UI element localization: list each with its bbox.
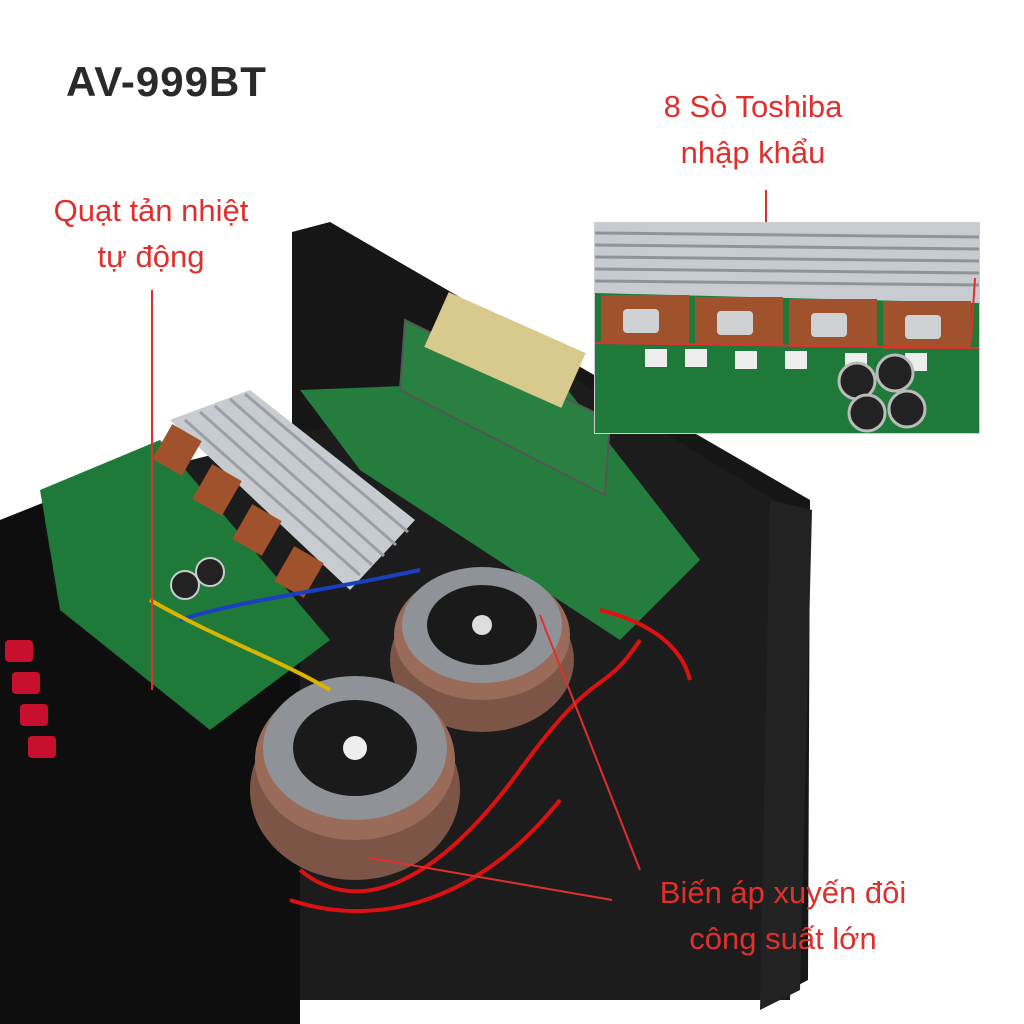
transformer-callout-line1: Biến áp xuyến đôi — [659, 875, 907, 910]
inset-capacitor — [837, 361, 877, 401]
capacitor — [170, 570, 200, 600]
transistor — [192, 464, 242, 516]
transistor — [152, 424, 202, 476]
inset-capacitor — [875, 353, 915, 393]
transistor — [232, 504, 282, 556]
display-panel — [424, 292, 586, 408]
transformer-callout-line2: công suất lớn — [689, 921, 877, 956]
speaker-terminal — [5, 640, 33, 662]
transistor — [274, 546, 324, 598]
transformer-callout-line — [369, 857, 613, 901]
transistor-callout-line1: 8 Sò Toshiba — [663, 89, 843, 124]
transformer-rear — [390, 567, 574, 732]
fan-callout-line1: Quạt tản nhiệt — [53, 193, 249, 228]
inset-capacitor — [847, 393, 887, 433]
transistor-callout-label: 8 Sò Toshiba nhập khẩu — [628, 84, 878, 176]
side-wall — [760, 500, 812, 1010]
capacitor — [195, 557, 225, 587]
wire-red — [289, 798, 562, 914]
transformer-callout-line — [539, 614, 641, 871]
wire-red — [298, 638, 642, 894]
inset-capacitor — [887, 389, 927, 429]
wire-blue — [179, 568, 421, 622]
transistor-inset — [594, 222, 980, 434]
speaker-terminal — [12, 672, 40, 694]
wire-red — [599, 608, 692, 681]
speaker-terminal — [20, 704, 48, 726]
transistor-callout-line2: nhập khẩu — [680, 135, 826, 170]
speaker-terminal — [28, 736, 56, 758]
wire-yellow — [149, 598, 332, 692]
fan-callout-label: Quạt tản nhiệt tự động — [20, 188, 282, 280]
transformer-callout-label: Biến áp xuyến đôi công suất lớn — [618, 870, 948, 962]
product-model-title: AV-999BT — [66, 58, 267, 105]
fan-callout-line2: tự động — [97, 239, 205, 274]
transformer-front — [250, 676, 460, 880]
